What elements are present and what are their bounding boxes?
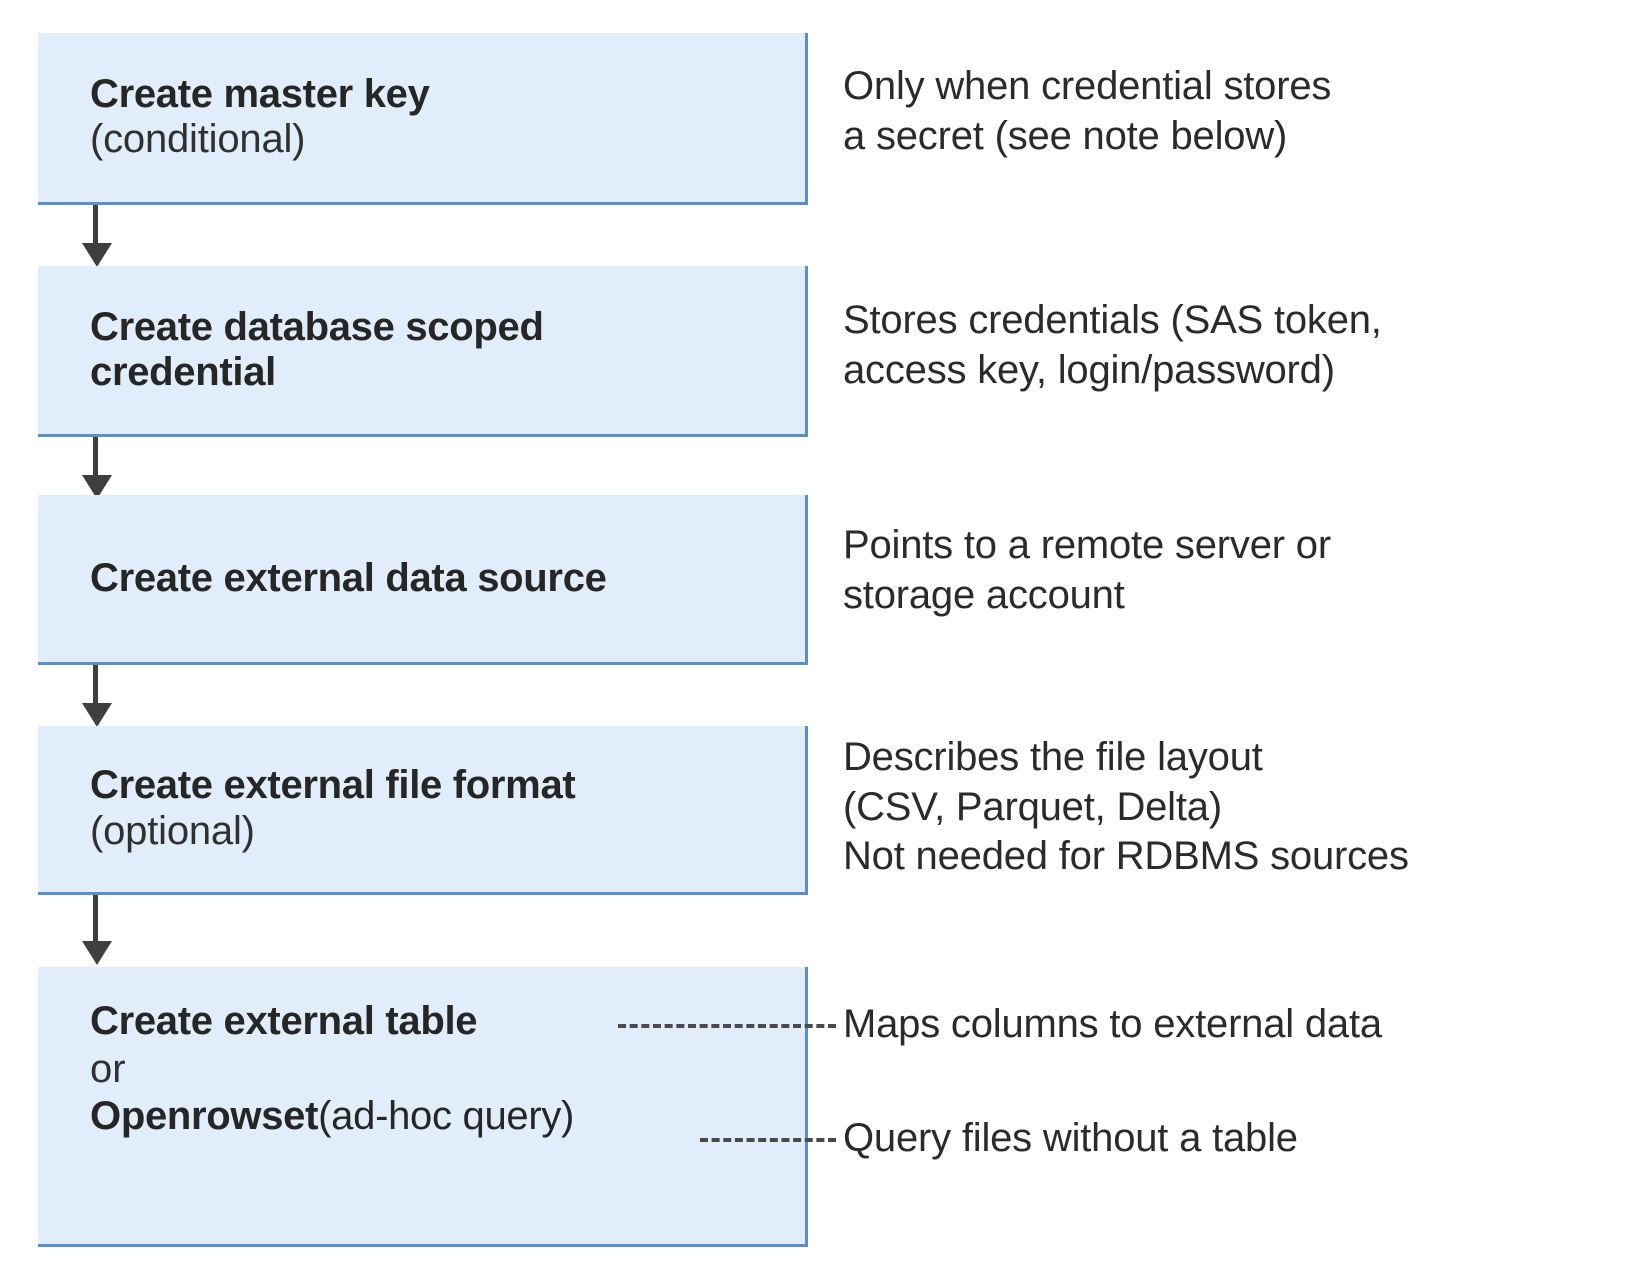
step-box-create-external-data-source[interactable]: Create external data source — [38, 495, 808, 665]
option-connector-or: or — [90, 1046, 126, 1091]
step-box-create-master-key[interactable]: Create master key (conditional) — [38, 33, 808, 205]
arrow-down-1 — [82, 205, 112, 267]
step-box-create-external-file-format[interactable]: Create external file format (optional) — [38, 726, 808, 895]
step-subtitle: (optional) — [90, 808, 255, 853]
step-box-create-database-scoped-credential[interactable]: Create database scoped credential — [38, 266, 808, 437]
option-b-label: Openrowset — [90, 1094, 319, 1139]
step-subtitle: (conditional) — [90, 117, 306, 162]
step-title: Create master key — [90, 71, 430, 116]
step-note-create-master-key: Only when credential stores a secret (se… — [843, 64, 1332, 158]
arrow-down-2 — [82, 437, 112, 499]
option-a-label: Create external table — [90, 999, 478, 1043]
step-title: Create external file format — [90, 763, 576, 807]
step-title: Create external data source — [90, 556, 607, 601]
step-title: Create database scoped credential — [90, 305, 544, 394]
arrow-down-4 — [82, 895, 112, 967]
step-note-create-external-file-format: Describes the file layout (CSV, Parquet,… — [843, 735, 1409, 879]
step-note-create-external-data-source: Points to a remote server or storage acc… — [843, 523, 1331, 617]
arrow-down-3 — [82, 665, 112, 727]
option-a-row: Create external table — [90, 999, 789, 1044]
option-b-row: Openrowset (ad-hoc query) — [90, 1094, 789, 1139]
dashed-leader-option-a — [618, 1024, 836, 1028]
option-b-suffix: (ad-hoc query) — [318, 1094, 575, 1139]
step-note-openrowset: Query files without a table — [843, 1116, 1298, 1160]
dashed-leader-option-b — [700, 1138, 836, 1142]
step-note-create-database-scoped-credential: Stores credentials (SAS token, access ke… — [843, 298, 1382, 392]
step-box-create-external-table-or-openrowset[interactable]: Create external table or Openrowset (ad-… — [38, 967, 808, 1247]
step-note-create-external-table: Maps columns to external data — [843, 1002, 1382, 1046]
